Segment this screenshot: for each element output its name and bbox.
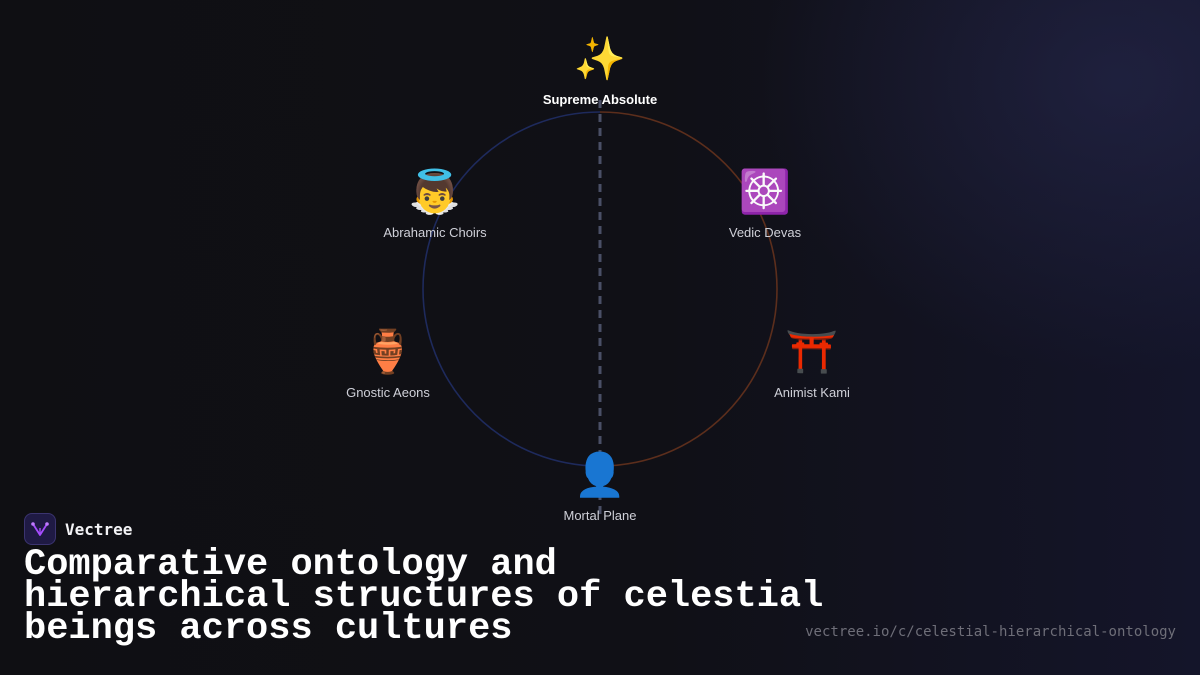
brand-name: Vectree [65, 519, 133, 539]
right-arc [599, 111, 778, 467]
brand: Vectree [24, 512, 132, 546]
vectree-logo-icon [24, 513, 56, 545]
node-label: Supreme Absolute [542, 92, 658, 107]
angel-icon: 👼 [408, 167, 462, 216]
node-abrahamic-choirs: 👼 Abrahamic Choirs [345, 167, 525, 240]
node-label: Gnostic Aeons [346, 385, 430, 400]
node-label: Vedic Devas [728, 225, 802, 240]
dharma-wheel-icon: ☸️ [738, 167, 792, 216]
node-supreme-absolute: ✨ Supreme Absolute [510, 34, 690, 107]
node-label: Mortal Plane [563, 508, 637, 523]
source-url: vectree.io/c/celestial-hierarchical-onto… [805, 624, 1176, 640]
torii-gate-icon: ⛩️ [785, 327, 839, 376]
node-gnostic-aeons: 🏺 Gnostic Aeons [298, 327, 478, 400]
node-vedic-devas: ☸️ Vedic Devas [675, 167, 855, 240]
person-silhouette-icon: 👤 [573, 450, 627, 499]
amphora-icon: 🏺 [361, 327, 415, 376]
node-mortal-plane: 👤 Mortal Plane [510, 450, 690, 523]
node-label: Abrahamic Choirs [383, 225, 487, 240]
node-animist-kami: ⛩️ Animist Kami [722, 327, 902, 400]
sparkles-icon: ✨ [573, 34, 627, 83]
page-title: Comparative ontology and hierarchical st… [24, 544, 824, 650]
left-arc [422, 111, 601, 467]
node-label: Animist Kami [774, 385, 850, 400]
